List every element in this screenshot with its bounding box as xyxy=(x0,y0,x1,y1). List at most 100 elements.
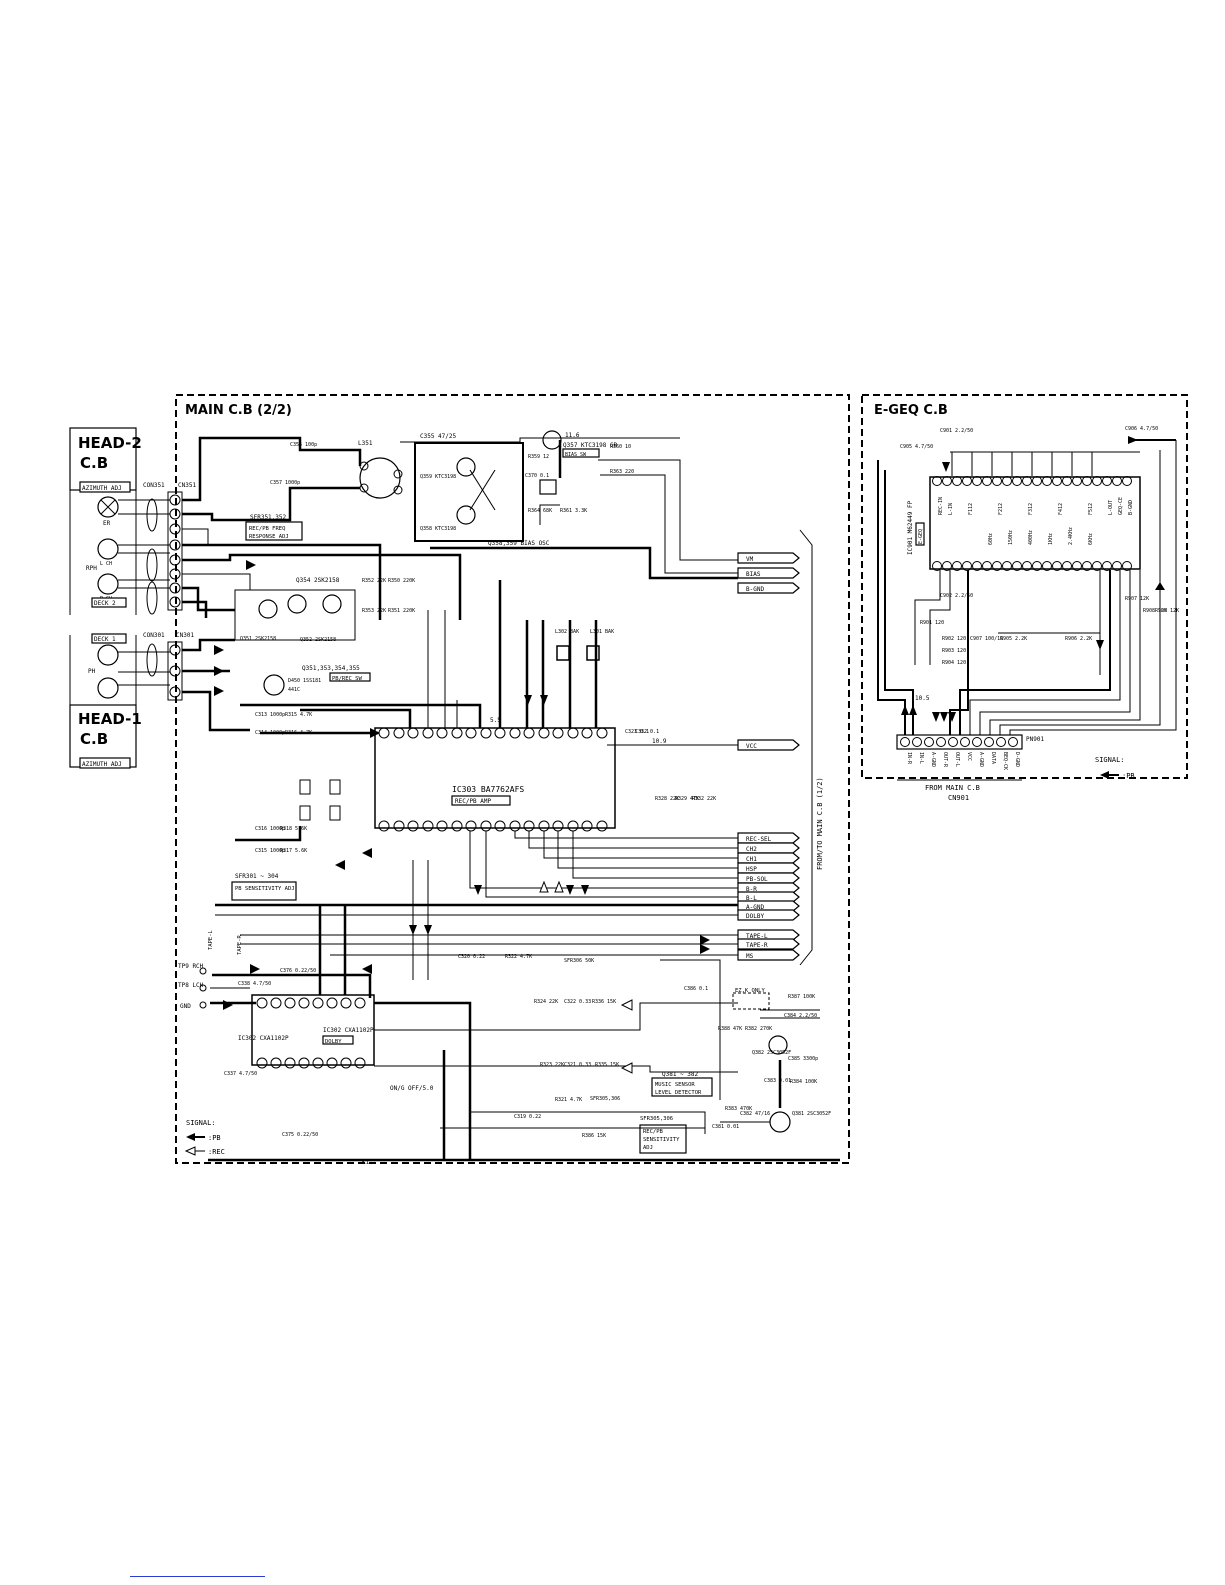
bus-tape-r: TAPE-R xyxy=(746,942,768,949)
r903-label: R903 120 xyxy=(942,648,966,654)
r387-label: R387 100K xyxy=(788,994,815,1000)
bus-a-gnd: A-GND xyxy=(746,904,764,911)
r909-label: R909 12K xyxy=(1155,608,1179,614)
r335-label: R335 15K xyxy=(595,1062,619,1068)
ic302-label: IC302 CXA1102P xyxy=(238,1035,289,1042)
r382-label: R382 270K xyxy=(745,1026,772,1032)
c386-label: C386 0.1 xyxy=(684,986,708,992)
bias-osc-block: L351 C355 47/25 11.6 Q357 KTC3198 GR BIA… xyxy=(270,430,634,547)
c356-label: C356 100p xyxy=(290,442,317,448)
pn901-pin-3: OUT-R xyxy=(942,752,948,768)
pn901-pin-0: IN-R xyxy=(906,752,912,765)
r901-label: R901 120 xyxy=(920,620,944,626)
r324-label: R324 22K xyxy=(534,999,558,1005)
from-to-main: FROM/TO MAIN C.B (1/2) xyxy=(816,777,824,870)
bus-b-r: B-R xyxy=(746,886,757,893)
c905-label: C905 4.7/50 xyxy=(900,444,933,450)
r386-label: R386 15K xyxy=(582,1133,606,1139)
ic302: IC302 CXA1102P IC302 CXA1102P DOLBY ON/G… xyxy=(224,968,434,1138)
r318-label: R318 5.6K xyxy=(280,826,307,832)
c376-label: C376 0.22/50 xyxy=(280,968,316,974)
r336-label: R336 15K xyxy=(592,999,616,1005)
rph-head-r-icon xyxy=(97,573,119,595)
sfr351-label: SFR351,352 xyxy=(250,514,287,521)
con351-label: CON351 xyxy=(143,482,165,489)
r904-label: R904 120 xyxy=(942,660,966,666)
c382-label: C382 47/16 xyxy=(740,1111,770,1117)
r322-label: R322 4.7K xyxy=(505,954,532,960)
ic901-func: E-GEQ xyxy=(918,529,924,544)
q359-label: Q359 KTC3198 xyxy=(420,474,456,480)
egeq-freq-2: 400Hz xyxy=(1028,530,1034,545)
egeq-pin-label-3: F212 xyxy=(998,503,1004,515)
c313-label: C313 1000p xyxy=(255,712,285,718)
r323-label: R323 22K xyxy=(540,1062,564,1068)
sfr305-func1: REC/PB xyxy=(643,1129,664,1135)
ez-only-label: EZ,K ONLY xyxy=(735,988,765,994)
sfr305-func2: SENSITIVITY xyxy=(643,1137,680,1143)
head2-adj: AZIMUTH ADJ xyxy=(82,485,122,492)
deck1-label: DECK 1 xyxy=(94,636,116,643)
legend-egeq-pb: :PB xyxy=(1122,772,1135,780)
ic303-label: IC303 BA7762AFS xyxy=(452,785,524,794)
bus-vm: VM xyxy=(746,556,754,563)
q352-label: Q352 2SK2158 xyxy=(300,637,336,643)
q351-sw-func: PB/REC SW xyxy=(332,676,362,682)
q357-func: BIAS SW xyxy=(565,452,587,458)
q358-359-func: Q358,359 BIAS OSC xyxy=(488,540,550,547)
q381-func2: MUSIC SENSOR xyxy=(655,1082,695,1088)
c321-label: C321 0.33 xyxy=(564,1062,591,1068)
sfr351-annotation: SFR351,352 REC/PB FREQ RESPONSE ADJ xyxy=(245,514,303,541)
egeq-pin-label-4: F312 xyxy=(1028,503,1034,515)
k1-label: K1 xyxy=(362,1159,370,1166)
egeq-pin-label-1: L-IN xyxy=(948,503,954,515)
cn901-caption2: CN901 xyxy=(948,794,969,802)
head-rph-label: RPH xyxy=(86,565,97,572)
q354-label: Q354 2SK2158 xyxy=(296,577,340,584)
q354-icon xyxy=(287,594,307,614)
bus-tape-l: TAPE-L xyxy=(746,933,768,940)
q382-label: Q382 2SC3052F xyxy=(752,1050,791,1056)
pn901-pin-7: DATA xyxy=(990,752,996,764)
ic302-label-inner: IC302 CXA1102P xyxy=(323,1027,374,1034)
r315-label: R315 4.7K xyxy=(285,712,312,718)
pn901-pin-6: A-GND xyxy=(978,752,984,767)
legend-egeq-title: SIGNAL: xyxy=(1095,756,1125,764)
r383-label: R383 470K xyxy=(725,1106,752,1112)
cn351-connector: CN351 xyxy=(167,482,196,611)
cn901-caption1: FROM MAIN C.B xyxy=(925,784,980,792)
head1-title: HEAD-1 xyxy=(78,710,142,728)
music-sensor-block: C320 0.22 R322 4.7K SFR306 50K R324 22K … xyxy=(458,954,831,1154)
q381-func1: Q381 ~ 382 xyxy=(662,1071,699,1078)
rph-head-l-icon xyxy=(97,538,119,560)
q382-icon xyxy=(768,1035,788,1055)
egeq-freq-1: 150Hz xyxy=(1008,530,1014,545)
bus-dolby: DOLBY xyxy=(746,913,764,920)
ic302-func: DOLBY xyxy=(325,1039,342,1045)
r907-label: R907 12K xyxy=(1125,596,1149,602)
main-board-frame: MAIN C.B (2/2) xyxy=(175,394,850,1164)
input-filters: C313 1000p R315 4.7K C314 1000p R316 4.7… xyxy=(231,712,341,901)
egeq-pin-label-9: B-GND xyxy=(1128,500,1134,515)
c383-label: C383 0.01 xyxy=(764,1078,791,1084)
sfr306-label: SFR306 50K xyxy=(564,958,594,964)
voltage-116: 11.6 xyxy=(565,432,580,439)
bus-vcc: VCC xyxy=(746,743,757,750)
egeq-freq-4: 2.4KHz xyxy=(1068,527,1074,545)
head-ph-label: PH xyxy=(88,668,96,675)
tape-l-vertical: TAPE-L xyxy=(208,929,214,950)
con301-label: CON301 xyxy=(143,632,165,639)
ic901-label: IC901 M62449 FP xyxy=(907,500,914,555)
q358-label: Q358 KTC3198 xyxy=(420,526,456,532)
egeq-pin-label-6: F512 xyxy=(1088,503,1094,515)
egeq-freq-3: 1KHz xyxy=(1048,533,1054,545)
head2-board: HEAD-2 C.B AZIMUTH ADJ ER RPH L CH R CH … xyxy=(69,427,142,615)
sfr305-header: SFR305,306 xyxy=(640,1116,673,1122)
voltage-105: 10.5 xyxy=(915,695,930,702)
bus-labels: VM BIAS B-GND VCC REC-SEL CH2 CH1 HSP PB… xyxy=(737,529,824,966)
bus-rec-sel: REC-SEL xyxy=(746,836,772,843)
ph-head-r-icon xyxy=(97,677,119,699)
head2-title-cb: C.B xyxy=(80,454,108,472)
cn301-connector: CN301 xyxy=(167,632,194,701)
head-lch-label: L CH xyxy=(100,561,112,567)
